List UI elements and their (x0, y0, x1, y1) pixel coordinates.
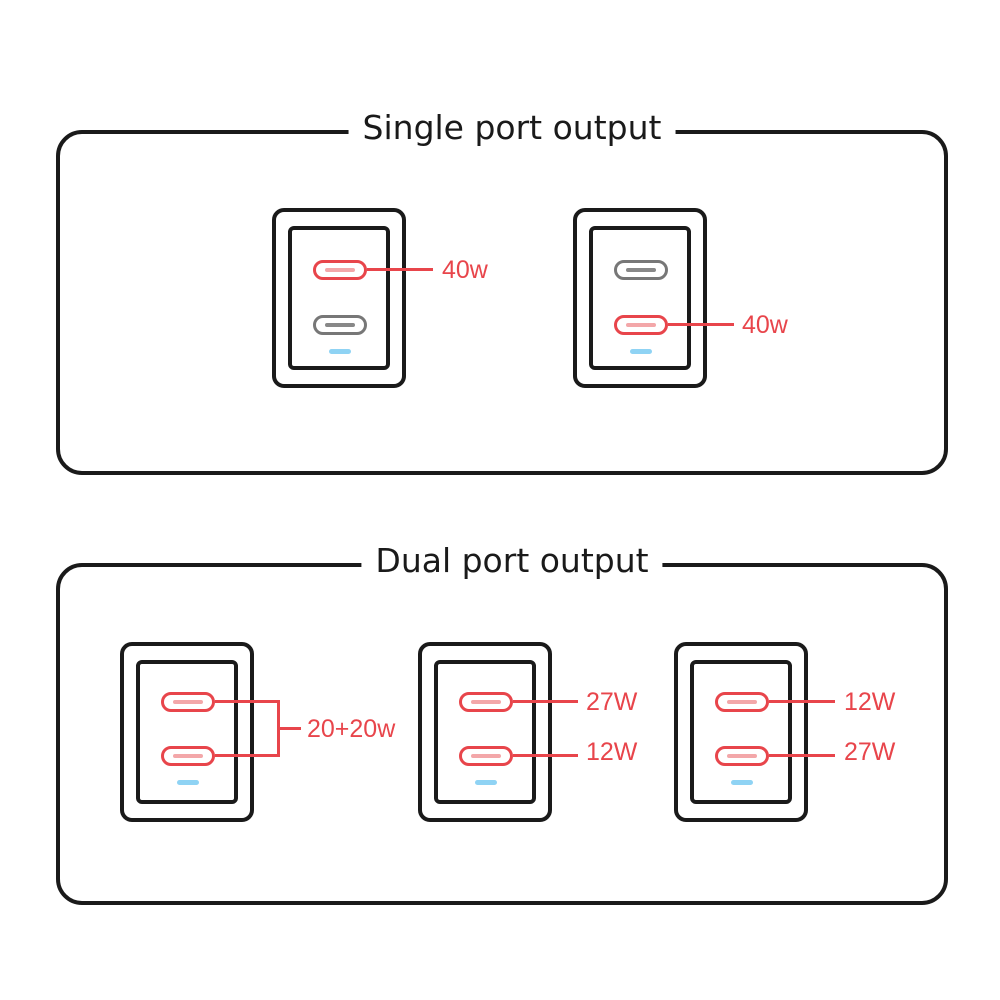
dual-charger-12-27 (674, 642, 808, 822)
led-indicator-icon (630, 349, 652, 354)
connector-line (513, 754, 578, 757)
port-power-label: 40w (442, 256, 488, 284)
led-indicator-icon (731, 780, 753, 785)
port-power-label: 27W (586, 688, 638, 716)
led-indicator-icon (177, 780, 199, 785)
connector-line (367, 268, 433, 271)
usb-c-port-icon (459, 692, 513, 712)
dual-charger-combined (120, 642, 254, 822)
connector-line (215, 700, 280, 703)
usb-c-port-icon (614, 315, 668, 335)
charger-face (288, 226, 390, 370)
usb-c-port-icon (161, 746, 215, 766)
combined-power-label: 20+20w (307, 715, 396, 743)
usb-c-port-icon (313, 315, 367, 335)
port-power-label: 12W (844, 688, 896, 716)
usb-c-port-icon (614, 260, 668, 280)
port-power-label: 27W (844, 738, 896, 766)
port-power-label: 40w (742, 311, 788, 339)
single-charger-top-active (272, 208, 406, 388)
charger-face (434, 660, 536, 804)
single-port-title: Single port output (348, 108, 676, 148)
led-indicator-icon (329, 349, 351, 354)
usb-c-port-icon (459, 746, 513, 766)
usb-c-port-icon (161, 692, 215, 712)
port-power-label: 12W (586, 738, 638, 766)
connector-line (769, 754, 835, 757)
usb-c-port-icon (313, 260, 367, 280)
led-indicator-icon (475, 780, 497, 785)
connector-line (513, 700, 578, 703)
connector-line (215, 754, 280, 757)
dual-charger-27-12 (418, 642, 552, 822)
connector-line (668, 323, 734, 326)
connector-line (277, 727, 301, 730)
charger-face (589, 226, 691, 370)
connector-line (769, 700, 835, 703)
dual-port-title: Dual port output (361, 541, 663, 581)
charger-face (136, 660, 238, 804)
usb-c-port-icon (715, 746, 769, 766)
usb-c-port-icon (715, 692, 769, 712)
single-charger-bottom-active (573, 208, 707, 388)
single-port-panel (56, 130, 948, 475)
charger-face (690, 660, 792, 804)
